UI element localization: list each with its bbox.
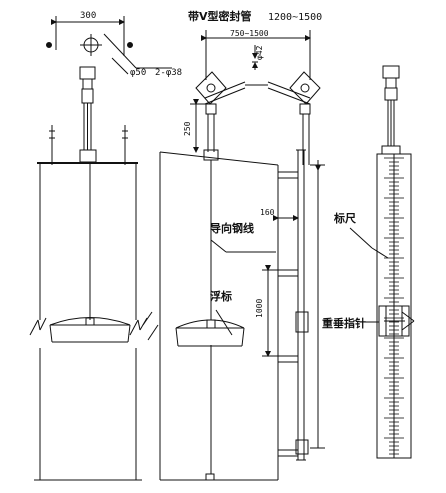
title-cn-label: 带V型密封管	[188, 9, 252, 23]
scale-view	[349, 65, 415, 459]
guide-wire-label: 导向钢线	[210, 221, 254, 235]
dim-1000-label: 1000	[255, 299, 264, 318]
middle-tank-view	[159, 30, 325, 481]
dim-160-label: 160	[260, 208, 275, 217]
flange-plan-view	[46, 16, 172, 75]
title-range-label: 1200~1500	[268, 12, 322, 23]
scale-ticks	[384, 157, 404, 455]
dim-2phi38-label: 2-φ38	[155, 68, 182, 78]
float-label: 浮标	[210, 289, 232, 303]
left-side-view	[29, 66, 159, 481]
dim-300-label: 300	[80, 11, 96, 21]
pointer-label: 重垂指针	[322, 316, 366, 330]
dim-phi42-label: φ42	[255, 45, 264, 60]
dim-250-label: 250	[183, 121, 192, 136]
dim-750-1500-label: 750~1500	[230, 29, 269, 38]
scale-label: 标尺	[333, 211, 356, 225]
dim-phi50-label: φ50	[130, 68, 146, 78]
